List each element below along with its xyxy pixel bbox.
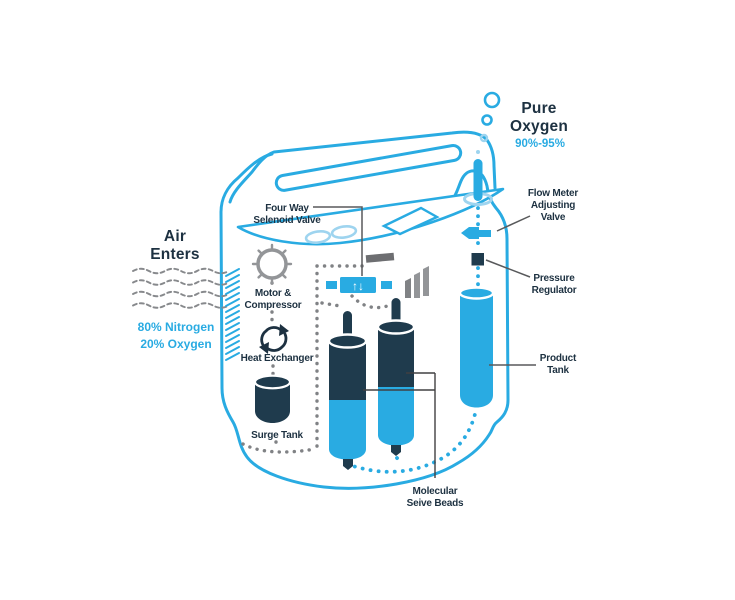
sieve-bed-1-nozzle — [343, 459, 353, 470]
sieve-bed-2-body-cyan — [378, 387, 414, 446]
arrow-head-2 — [259, 342, 269, 354]
flow-meter-line2: Adjusting — [531, 200, 575, 211]
sieve-bed-2 — [376, 298, 416, 456]
arrow-head-1 — [279, 324, 289, 336]
bubble-large — [483, 91, 501, 109]
pressure-regulator-label: Pressure Regulator — [532, 273, 577, 296]
sieve-bed-1-body-dark — [329, 341, 366, 401]
sieve-bed-1-top — [327, 333, 368, 349]
panel-button-1 — [304, 230, 332, 244]
sieve-bed-1-body-cyan — [329, 400, 366, 460]
wavy-dashed-lines-icon — [132, 267, 230, 309]
air-composition-label: 80% Nitrogen 20% Oxygen — [138, 320, 215, 351]
motor-compressor-label: Motor & Compressor — [245, 288, 302, 311]
sieve-bed-2-top — [376, 319, 416, 335]
nitrogen-percentage: 80% Nitrogen — [138, 320, 215, 334]
recycle-arrows-icon — [260, 326, 288, 352]
product-tank-line1: Product — [540, 353, 577, 364]
gear-spikes — [251, 243, 293, 285]
handle-outline — [228, 130, 497, 204]
pressure-line1: Pressure — [533, 273, 575, 284]
flow-meter-line1: Flow Meter — [528, 188, 579, 199]
fin-2 — [414, 272, 420, 298]
air-inlet-grille — [225, 268, 240, 361]
surge-tank — [253, 374, 292, 423]
flow-meter-label: Flow Meter Adjusting Valve — [528, 188, 579, 223]
up-down-arrows-icon: ↑↓ — [352, 279, 364, 293]
fin-1 — [405, 278, 411, 298]
surge-tank-body — [255, 382, 290, 423]
oxygen-bubbles-icon — [479, 91, 501, 143]
product-tank-body — [460, 293, 493, 408]
flow-meter-line3: Valve — [541, 212, 566, 223]
oxygen-percentage: 20% Oxygen — [140, 337, 211, 351]
fin-3 — [423, 266, 429, 296]
surge-tank-top — [253, 374, 292, 390]
pure-oxygen-line2: Oxygen — [510, 118, 568, 135]
display-screen — [381, 206, 440, 236]
solenoid-valve-port-right — [381, 281, 392, 289]
pressure-regulator — [471, 253, 484, 266]
molecular-line1: Molecular — [413, 486, 458, 497]
surge-tank-label: Surge Tank — [251, 430, 303, 441]
sieve-bed-2-body-dark — [378, 327, 414, 388]
air-enters-line2: Enters — [150, 246, 199, 263]
flow-meter-valve — [461, 227, 491, 239]
heat-exchanger-icon — [259, 324, 289, 354]
bubble-small — [479, 133, 489, 143]
motor-compressor-icon — [251, 243, 293, 285]
flow-meter-tube — [463, 150, 493, 206]
oxygen-path-dotted — [345, 206, 480, 474]
purity-percentage: 90%-95% — [515, 138, 565, 150]
air-enters-line1: Air — [164, 228, 186, 245]
motor-line1: Motor & — [255, 288, 291, 299]
heat-exchanger-label: Heat Exchanger — [241, 353, 314, 364]
product-tank-line2: Tank — [547, 365, 569, 376]
handle-slot — [274, 143, 463, 192]
panel-button-2 — [330, 225, 358, 239]
flow-meter-dot — [476, 150, 480, 154]
flow-meter-stem — [473, 159, 483, 201]
four-way-valve-label: Four Way Selenoid Valve — [253, 203, 321, 226]
air-flow-waves — [132, 267, 240, 361]
solenoid-valve-body — [340, 277, 376, 293]
label-line-molecular-sieve — [363, 372, 436, 478]
pressure-line2: Regulator — [532, 285, 577, 296]
exhaust-fins — [405, 266, 429, 298]
solenoid-valve-port-left — [326, 281, 337, 289]
sieve-bed-2-nozzle — [391, 445, 401, 456]
label-line-four-way-valve — [313, 206, 363, 276]
air-enters-label: Air Enters — [150, 228, 199, 263]
product-tank-label: Product Tank — [540, 353, 577, 376]
product-tank-top — [458, 286, 495, 300]
molecular-line2: Seive Beads — [407, 498, 464, 509]
label-line-pressure-regulator — [485, 259, 531, 278]
solenoid-valve: ↑↓ — [326, 277, 392, 293]
motor-line2: Compressor — [245, 300, 302, 311]
sieve-bed-1 — [327, 311, 368, 470]
product-tank — [458, 286, 495, 408]
label-line-flow-meter — [496, 215, 531, 232]
molecular-sieve-label: Molecular Seive Beads — [407, 486, 465, 509]
four-way-line2: Selenoid Valve — [253, 215, 321, 226]
four-way-line1: Four Way — [265, 203, 309, 214]
pure-oxygen-label: Pure Oxygen 90%-95% — [510, 100, 568, 150]
bubble-medium — [481, 114, 493, 126]
pure-oxygen-line1: Pure — [521, 100, 556, 117]
exhaust-vent — [365, 252, 395, 263]
